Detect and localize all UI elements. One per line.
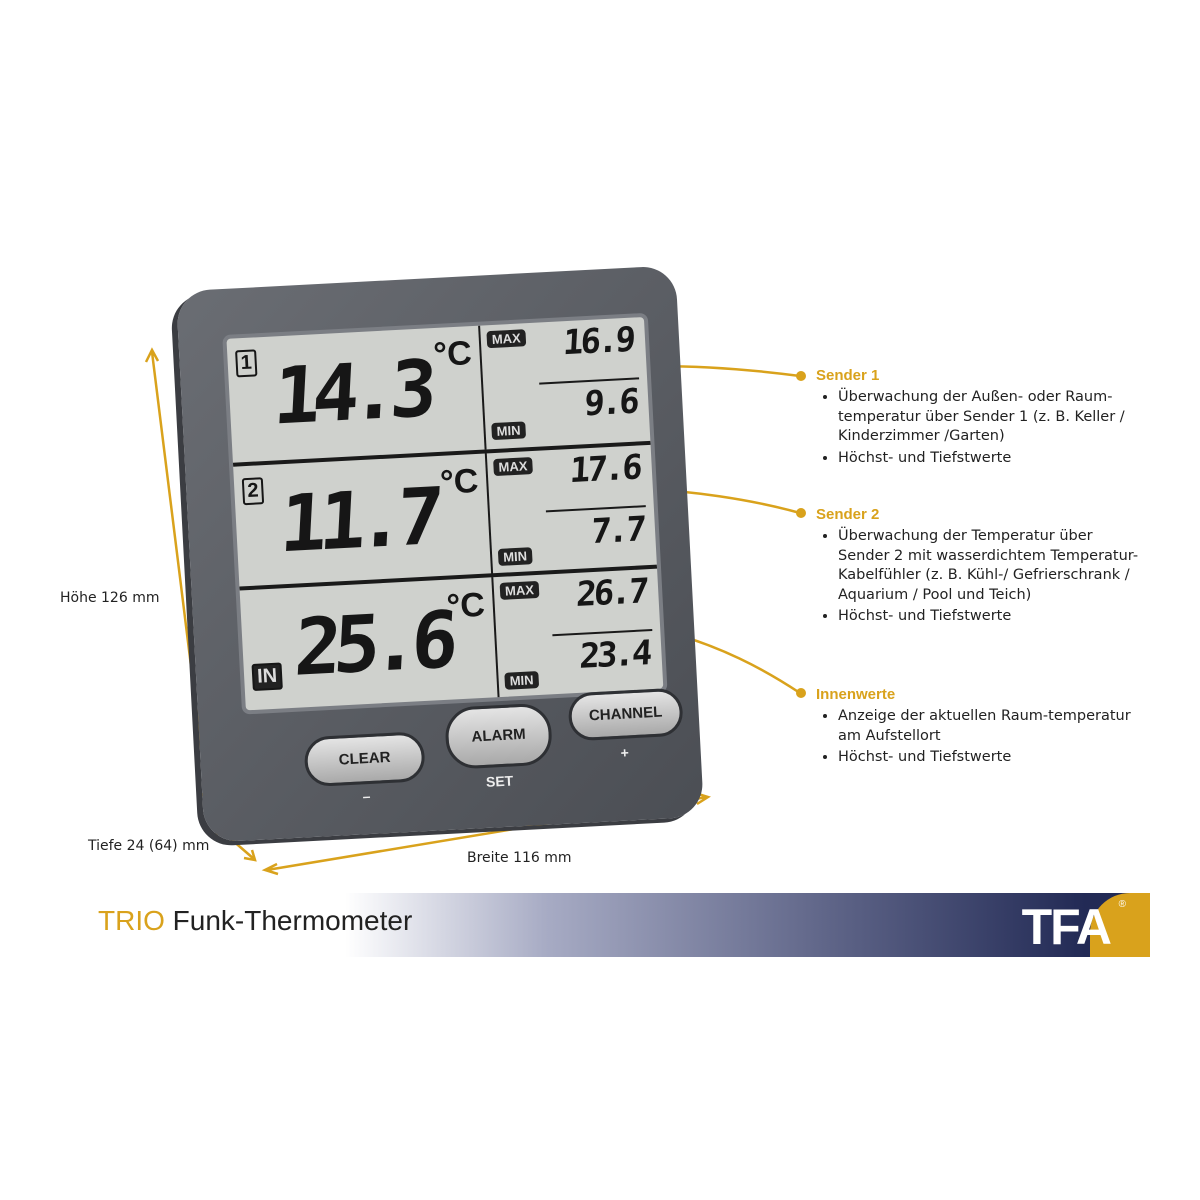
callout-item: Höchst- und Tiefstwerte — [838, 607, 1146, 627]
max-badge: MAX — [493, 457, 533, 477]
temp-unit: °C — [432, 334, 473, 375]
divider — [484, 453, 494, 578]
max-temp: 26.7 — [575, 571, 648, 615]
callout-dot — [796, 508, 806, 518]
temp-unit: °C — [439, 461, 480, 502]
tfa-logo: TFA — [1021, 899, 1112, 955]
clear-button[interactable]: CLEAR — [303, 731, 426, 788]
min-temp: 23.4 — [578, 633, 651, 677]
lcd-screen: 1 14.3 °C MAX 16.9 MIN 9.6 2 11.7 °C MAX… — [222, 312, 668, 715]
divider — [478, 325, 487, 450]
brand-banner: TFA ® — [345, 893, 1150, 957]
callout-dot — [796, 371, 806, 381]
callout-dot — [796, 688, 806, 698]
callout-item: Überwachung der Temperatur über Sender 2… — [838, 527, 1146, 605]
callout-innenwerte: Innenwerte Anzeige der aktuellen Raum-te… — [816, 686, 1146, 770]
registered-mark: ® — [1118, 899, 1126, 910]
current-temp: 25.6 — [292, 595, 453, 694]
channel-indicator: 1 — [235, 349, 258, 378]
callout-item: Überwachung der Außen- oder Raum-tempera… — [838, 388, 1146, 447]
minus-label: – — [362, 787, 371, 805]
callout-sender-2: Sender 2 Überwachung der Temperatur über… — [816, 506, 1146, 629]
thermometer-device: 1 14.3 °C MAX 16.9 MIN 9.6 2 11.7 °C MAX… — [175, 265, 705, 843]
depth-label: Tiefe 24 (64) mm — [88, 838, 210, 854]
callout-sender-1: Sender 1 Überwachung der Außen- oder Rau… — [816, 367, 1146, 470]
set-label: SET — [485, 772, 514, 790]
callout-title: Sender 1 — [816, 367, 880, 384]
channel-button[interactable]: CHANNEL — [567, 687, 684, 742]
callout-title: Sender 2 — [816, 506, 880, 523]
height-label: Höhe 126 mm — [60, 590, 160, 606]
min-badge: MIN — [504, 671, 539, 690]
temp-unit: °C — [445, 585, 486, 626]
callout-title: Innenwerte — [816, 686, 896, 703]
alarm-button[interactable]: ALARM — [444, 702, 554, 770]
min-temp: 7.7 — [589, 509, 645, 553]
current-temp: 14.3 — [271, 344, 432, 443]
plus-label: + — [620, 744, 630, 761]
callout-item: Anzeige der aktuellen Raum-temperatur am… — [838, 707, 1146, 746]
max-temp: 17.6 — [568, 447, 641, 492]
callout-item: Höchst- und Tiefstwerte — [838, 748, 1146, 768]
max-temp: 16.9 — [562, 319, 635, 364]
product-series: TRIO — [98, 905, 165, 936]
channel-indicator: IN — [251, 662, 283, 691]
callout-item: Höchst- und Tiefstwerte — [838, 449, 1146, 469]
max-badge: MAX — [486, 329, 527, 349]
min-badge: MIN — [491, 421, 526, 441]
width-label: Breite 116 mm — [467, 850, 572, 866]
min-badge: MIN — [497, 547, 533, 566]
current-temp: 11.7 — [277, 471, 439, 571]
divider — [491, 577, 500, 702]
product-name: Funk-Thermometer — [172, 905, 413, 936]
max-badge: MAX — [499, 580, 540, 600]
channel-indicator: 2 — [241, 477, 265, 506]
min-temp: 9.6 — [582, 381, 638, 425]
product-title: TRIO Funk-Thermometer — [98, 905, 412, 937]
display-row-sender-1: 1 14.3 °C MAX 16.9 MIN 9.6 — [226, 317, 650, 463]
